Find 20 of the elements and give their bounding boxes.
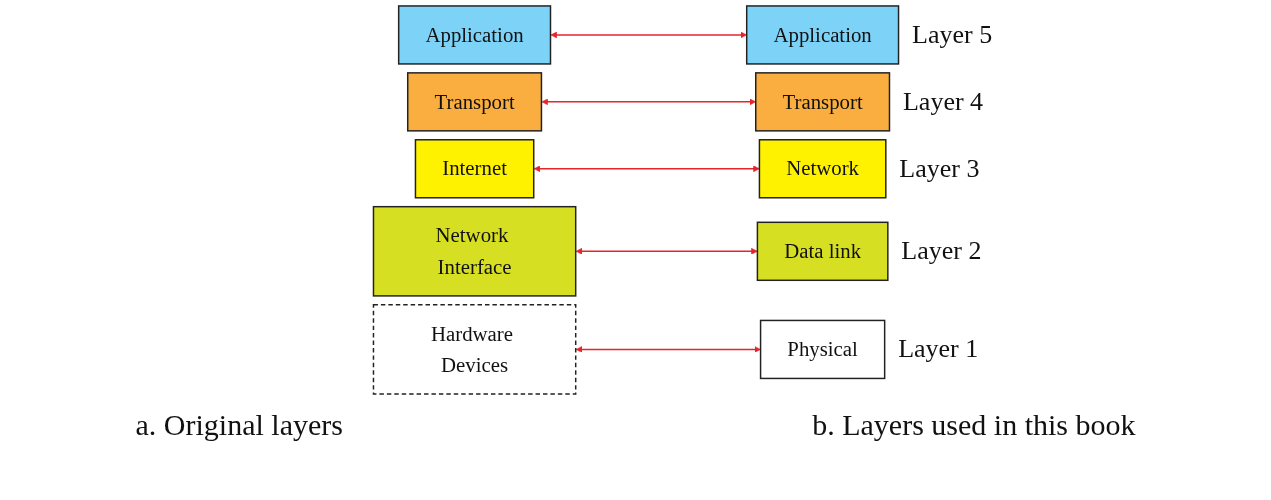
layer-number: Layer 2 xyxy=(901,236,982,267)
layer-number: Layer 5 xyxy=(912,19,993,50)
node-box: Network Interface xyxy=(372,205,576,297)
node-box: Application xyxy=(745,5,899,65)
node-box: Physical xyxy=(759,319,885,380)
arrow xyxy=(540,98,756,106)
node-box: Internet xyxy=(414,139,534,199)
layer-number: Layer 3 xyxy=(899,153,980,184)
node-box: Network xyxy=(758,139,887,199)
arrow xyxy=(550,31,747,39)
panel-caption: a. Original layers xyxy=(135,408,343,442)
node-box: Hardware Devices xyxy=(372,304,576,395)
node-box: Transport xyxy=(754,72,890,132)
node-box: Data link xyxy=(756,221,889,282)
arrow xyxy=(575,346,761,353)
layer-number: Layer 4 xyxy=(903,86,984,117)
panel-caption: b. Layers used in this book xyxy=(812,408,1136,442)
layer-number: Layer 1 xyxy=(898,334,979,365)
node-box: Transport xyxy=(406,72,542,132)
node-box: Application xyxy=(397,5,551,65)
